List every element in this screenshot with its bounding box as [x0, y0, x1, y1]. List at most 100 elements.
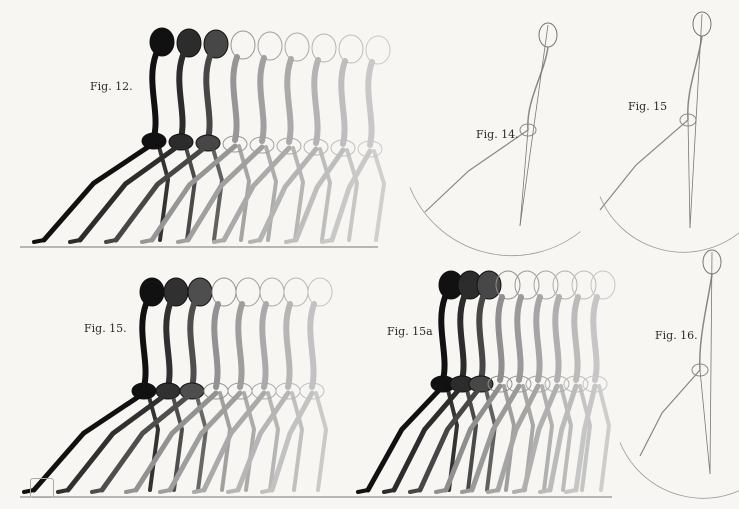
fig15-label: Fig. 15 [628, 100, 667, 113]
fig12-skeleton-frame [106, 30, 228, 242]
spine [593, 297, 597, 380]
foot [286, 240, 296, 242]
far-leg [292, 393, 302, 490]
leg-outline [640, 370, 700, 456]
near-leg [44, 143, 154, 240]
fig15-lower-label: Fig. 15. [84, 322, 127, 335]
skull [339, 35, 363, 63]
leg-outline [600, 120, 688, 210]
spine [536, 297, 540, 380]
skull [366, 36, 390, 64]
foot [384, 490, 394, 492]
spine [142, 304, 146, 387]
skull [591, 271, 615, 299]
spine [479, 297, 483, 380]
far-leg [320, 149, 330, 240]
foot [228, 490, 238, 492]
spine [314, 60, 318, 143]
foot [92, 490, 102, 492]
near-leg [238, 393, 288, 490]
foot [488, 490, 498, 492]
spine [190, 304, 194, 387]
spine [310, 304, 314, 387]
skull [258, 32, 282, 60]
skull [308, 278, 332, 306]
foot [322, 240, 332, 242]
foot [410, 490, 420, 492]
fig14-label: Fig. 14. [476, 128, 519, 141]
spine [262, 304, 266, 387]
fig16-geometry-diagram [620, 250, 739, 498]
spine [555, 297, 559, 380]
near-leg [34, 393, 144, 490]
spine [460, 297, 464, 380]
foot [178, 240, 188, 242]
foot [194, 490, 204, 492]
foot [436, 490, 446, 492]
spine-outline [700, 274, 712, 370]
spine [368, 62, 372, 145]
fig15-sequence [24, 278, 332, 492]
fig15a-label: Fig. 15a [387, 325, 433, 338]
spine [517, 297, 521, 380]
spine [286, 304, 290, 387]
swing-arc [620, 443, 739, 499]
foot [250, 240, 260, 242]
skull [236, 278, 260, 306]
spine [341, 61, 345, 144]
skull [140, 278, 164, 306]
foot [106, 240, 116, 242]
fig12-label: Fig. 12. [90, 80, 133, 93]
skull [177, 29, 201, 57]
swing-arc [410, 188, 581, 256]
skull [312, 34, 336, 62]
fig12-sequence [34, 28, 390, 242]
foot [540, 490, 550, 492]
spine [206, 56, 210, 139]
foot [566, 490, 576, 492]
skull [150, 28, 174, 56]
foot [358, 490, 368, 492]
spine-outline [528, 47, 548, 130]
spine [574, 297, 578, 380]
spine [233, 57, 237, 140]
foot [34, 240, 44, 242]
near-leg [260, 149, 316, 240]
spine [287, 59, 291, 142]
leg-outline [425, 130, 528, 212]
foot [514, 490, 524, 492]
support-line [688, 120, 690, 228]
skull [212, 278, 236, 306]
spine [214, 304, 218, 387]
fig15-geometry-diagram [600, 12, 739, 252]
spine [498, 297, 502, 380]
far-leg [316, 393, 326, 490]
foot [262, 490, 272, 492]
skull [553, 271, 577, 299]
library-stamp [30, 478, 54, 498]
far-leg [599, 386, 609, 490]
skull [515, 271, 539, 299]
skull [534, 271, 558, 299]
skull [477, 271, 501, 299]
foot [462, 490, 472, 492]
spine [238, 304, 242, 387]
gravity-line [520, 25, 548, 226]
foot [142, 240, 152, 242]
skull [260, 278, 284, 306]
fig15a-skeleton-frame [514, 271, 577, 492]
gravity-line [690, 14, 702, 228]
foot [126, 490, 136, 492]
skull [204, 30, 228, 58]
spine [441, 297, 445, 380]
swing-arc [600, 197, 739, 253]
foot [160, 490, 170, 492]
skull [285, 33, 309, 61]
spine [179, 55, 183, 138]
support-line [700, 370, 710, 474]
foot [70, 240, 80, 242]
fig12-skeleton-frame [322, 36, 390, 242]
skull [164, 278, 188, 306]
